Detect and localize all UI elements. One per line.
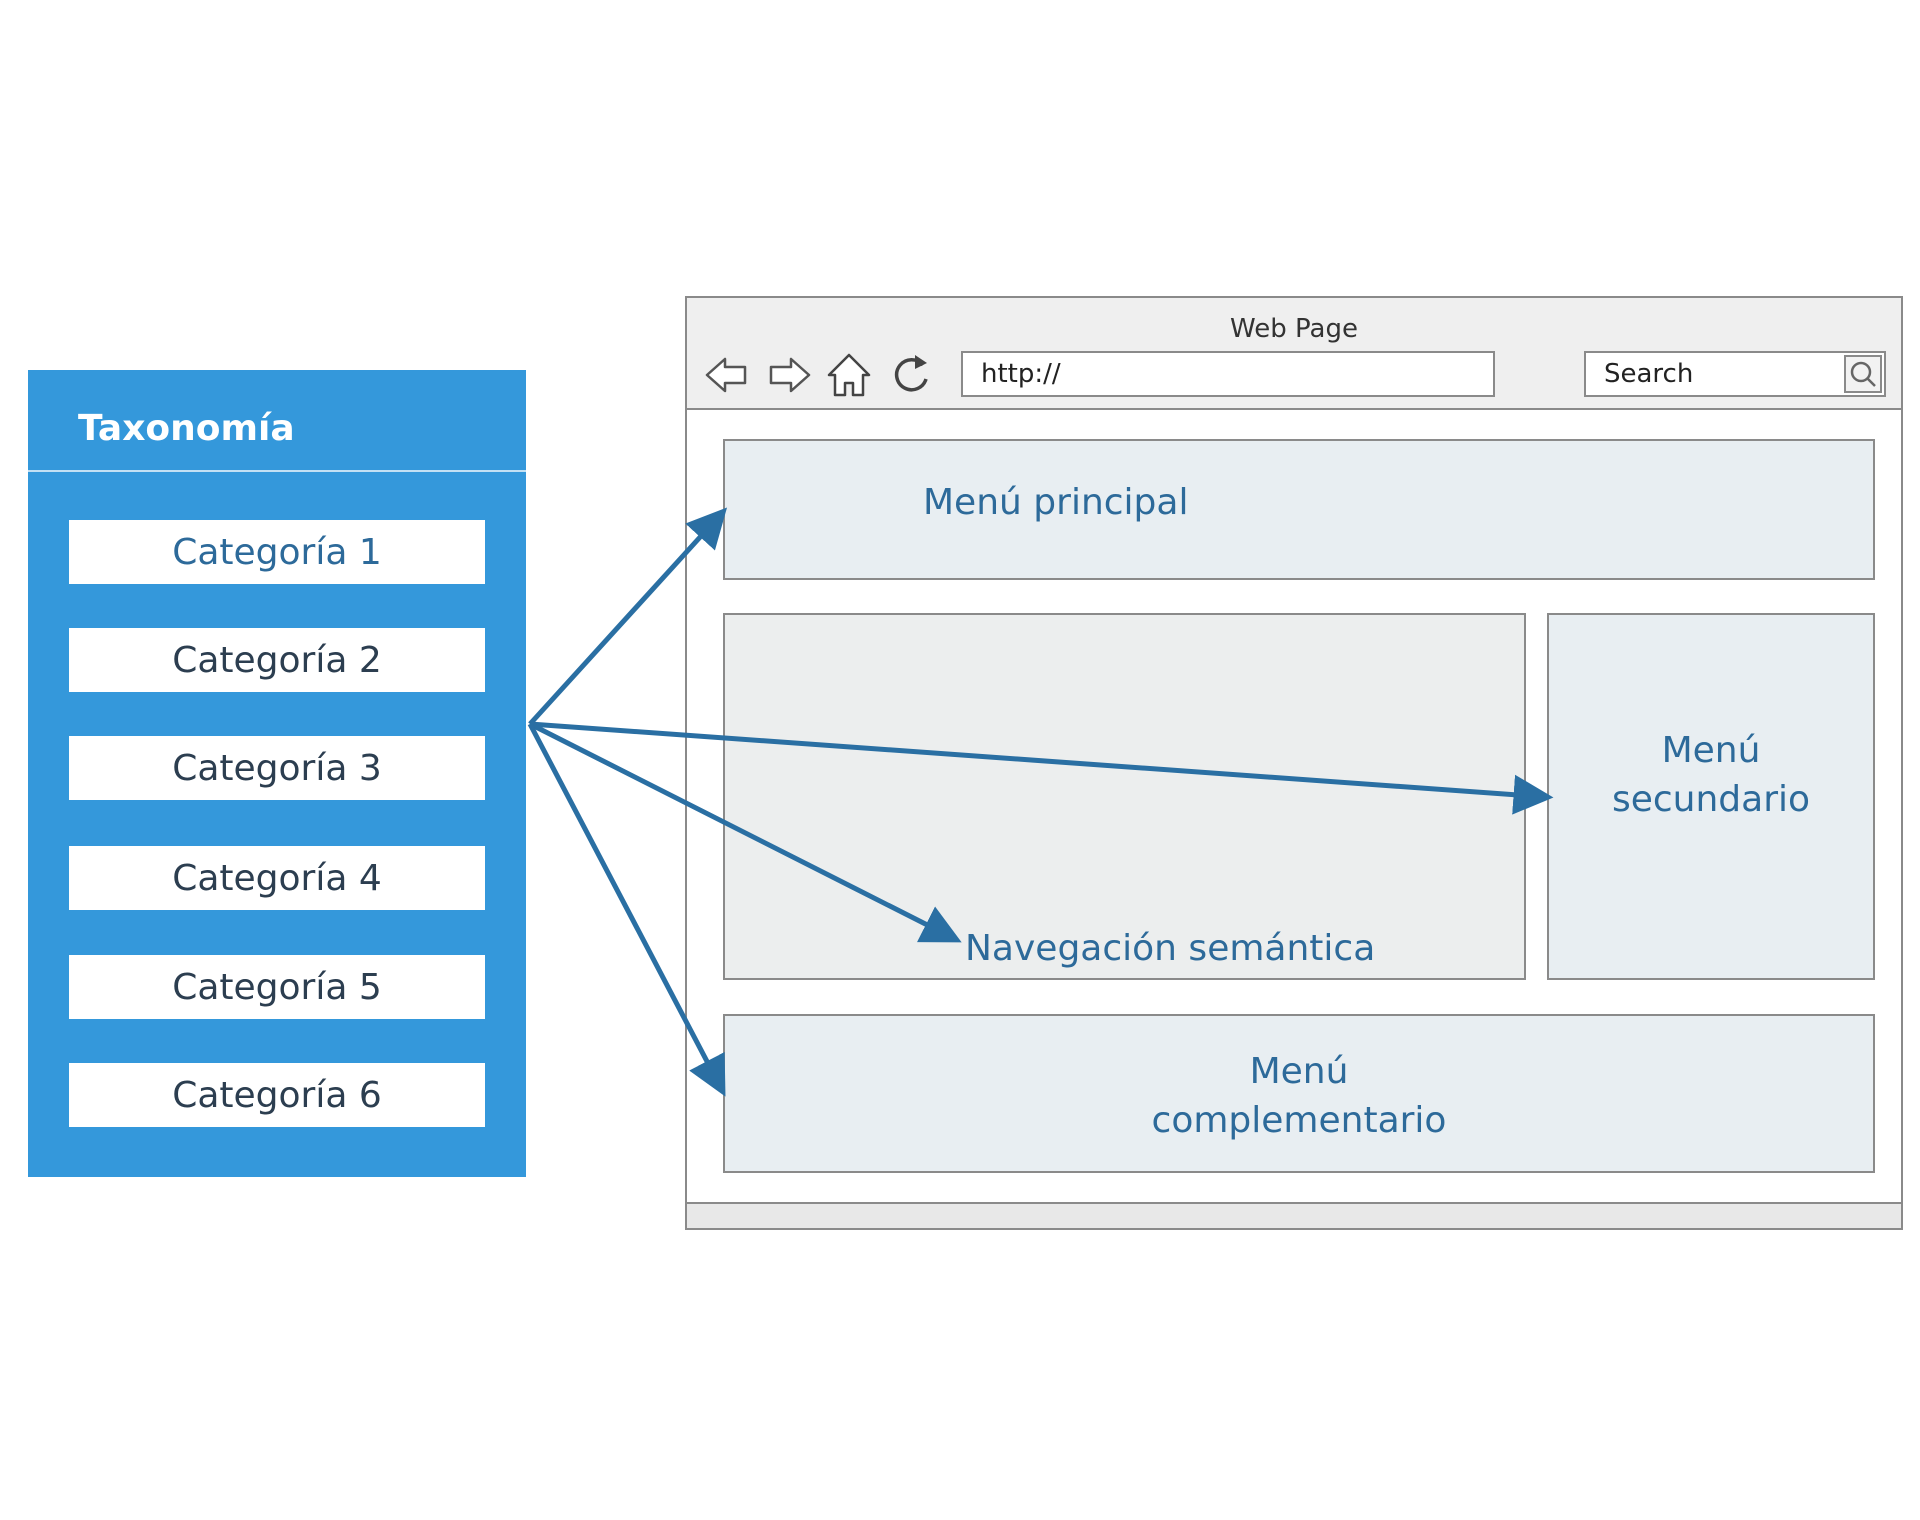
menu-secundario-label: Menú secundario xyxy=(1549,727,1873,824)
forward-arrow-icon[interactable] xyxy=(765,351,813,399)
menu-secundario-line1: Menú xyxy=(1661,730,1761,771)
menu-complementario-region: Menú complementario xyxy=(723,1014,1875,1173)
navegacion-semantica-label: Navegación semántica xyxy=(965,928,1376,969)
menu-complementario-line1: Menú xyxy=(1249,1051,1349,1092)
category-6[interactable]: Categoría 6 xyxy=(69,1063,485,1127)
home-icon[interactable] xyxy=(825,351,873,399)
main-content-region: Navegación semántica xyxy=(723,613,1526,980)
taxonomy-title: Taxonomía xyxy=(78,408,295,449)
menu-principal-label: Menú principal xyxy=(923,482,1189,523)
search-button[interactable] xyxy=(1844,355,1882,393)
menu-principal-region: Menú principal xyxy=(723,439,1875,580)
browser-toolbar: Web Page http:// Search xyxy=(687,298,1901,410)
search-icon xyxy=(1850,361,1876,387)
category-1[interactable]: Categoría 1 xyxy=(69,520,485,584)
menu-complementario-label: Menú complementario xyxy=(725,1048,1873,1145)
search-placeholder: Search xyxy=(1604,359,1694,389)
browser-status-bar xyxy=(687,1202,1901,1228)
category-2[interactable]: Categoría 2 xyxy=(69,628,485,692)
category-3[interactable]: Categoría 3 xyxy=(69,736,485,800)
url-input[interactable]: http:// xyxy=(961,351,1495,397)
taxonomy-panel: Taxonomía Categoría 1 Categoría 2 Catego… xyxy=(28,370,526,1177)
menu-secundario-line2: secundario xyxy=(1611,778,1811,820)
refresh-icon[interactable] xyxy=(887,351,935,399)
taxonomy-divider xyxy=(28,470,526,472)
category-5[interactable]: Categoría 5 xyxy=(69,955,485,1019)
back-arrow-icon[interactable] xyxy=(703,351,751,399)
browser-title: Web Page xyxy=(1230,314,1358,344)
category-4[interactable]: Categoría 4 xyxy=(69,846,485,910)
search-field[interactable]: Search xyxy=(1584,351,1886,397)
menu-complementario-line2: complementario xyxy=(1151,1099,1447,1141)
menu-secundario-region: Menú secundario xyxy=(1547,613,1875,980)
